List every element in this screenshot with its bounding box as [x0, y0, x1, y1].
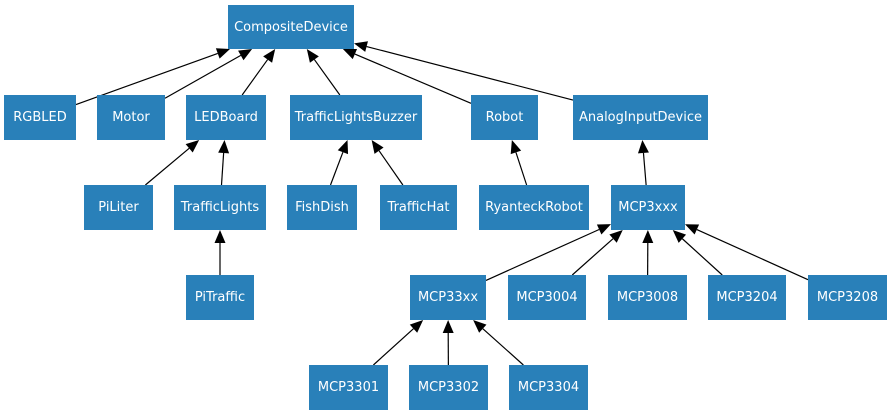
- arrowhead: [214, 230, 226, 243]
- edge-line: [515, 152, 528, 186]
- node-mcp33xx: MCP33xx: [410, 275, 486, 320]
- edge-ledboard-to-compositedevice: [241, 49, 276, 96]
- arrowhead: [596, 224, 611, 235]
- node-mcp3208: MCP3208: [808, 275, 887, 320]
- node-mcp3304: MCP3304: [509, 365, 588, 410]
- edge-mcp3004-to-mcp3xxx: [571, 230, 623, 276]
- node-rgbled: RGBLED: [4, 95, 76, 140]
- edge-mcp3302-to-mcp33xx: [442, 320, 454, 366]
- edge-line: [354, 53, 472, 104]
- arrowhead: [263, 49, 276, 63]
- arrowhead: [685, 224, 700, 235]
- edge-line: [696, 228, 809, 281]
- edge-line: [241, 59, 269, 96]
- arrowhead: [642, 230, 654, 244]
- edge-traffichat-to-trafficlightsbuzzer: [371, 140, 404, 186]
- arrowhead: [185, 140, 200, 153]
- node-piliter: PiLiter: [84, 185, 153, 230]
- edge-robot-to-compositedevice: [342, 49, 472, 104]
- node-mcp3004: MCP3004: [508, 275, 586, 320]
- edge-motor-to-compositedevice: [164, 49, 253, 99]
- node-motor: Motor: [97, 95, 165, 140]
- arrowhead: [637, 140, 649, 154]
- edge-line: [329, 151, 344, 186]
- node-ryanteckrobot: RyanteckRobot: [479, 185, 589, 230]
- arrowhead: [510, 140, 522, 155]
- node-ledboard: LEDBoard: [186, 95, 266, 140]
- arrowhead: [672, 230, 687, 243]
- node-traffichat: TrafficHat: [380, 185, 457, 230]
- edge-line: [485, 228, 600, 281]
- arrowhead: [238, 49, 253, 61]
- edge-line: [164, 54, 242, 99]
- edge-ryanteckrobot-to-robot: [510, 140, 528, 186]
- arrowhead: [218, 140, 230, 154]
- edge-fishdish-to-trafficlightsbuzzer: [329, 140, 349, 186]
- arrowhead: [354, 41, 368, 52]
- edge-mcp33xx-to-mcp3xxx: [485, 224, 611, 281]
- edge-line: [220, 152, 225, 186]
- node-pitraffic: PiTraffic: [186, 275, 254, 320]
- edge-line: [366, 45, 574, 101]
- node-robot: Robot: [471, 95, 538, 140]
- edge-line: [681, 238, 723, 276]
- edge-mcp3208-to-mcp3xxx: [685, 224, 809, 281]
- edge-mcp3304-to-mcp33xx: [473, 320, 524, 366]
- node-mcp3301: MCP3301: [309, 365, 388, 410]
- arrowhead: [442, 320, 454, 334]
- node-mcp3302: MCP3302: [409, 365, 488, 410]
- edge-trafficlights-to-ledboard: [218, 140, 230, 186]
- node-mcp3xxx: MCP3xxx: [611, 185, 685, 230]
- node-analoginputdevice: AnalogInputDevice: [573, 95, 708, 140]
- arrowhead: [609, 230, 623, 243]
- node-fishdish: FishDish: [287, 185, 357, 230]
- edge-line: [372, 328, 414, 366]
- edge-pitraffic-to-trafficlights: [214, 230, 226, 275]
- arrowhead: [337, 140, 349, 155]
- arrowhead: [342, 49, 358, 60]
- edge-analoginputdevice-to-compositedevice: [354, 41, 574, 101]
- edge-piliter-to-ledboard: [144, 140, 200, 186]
- node-mcp3204: MCP3204: [708, 275, 786, 320]
- arrowhead: [371, 140, 384, 154]
- edge-line: [144, 147, 190, 186]
- edge-line: [642, 152, 647, 186]
- edge-line: [313, 59, 341, 96]
- edge-mcp3204-to-mcp3xxx: [672, 230, 723, 276]
- edge-trafficlightsbuzzer-to-compositedevice: [306, 49, 341, 96]
- arrowhead: [306, 49, 319, 63]
- node-compositedevice: CompositeDevice: [228, 5, 354, 49]
- node-mcp3008: MCP3008: [608, 275, 687, 320]
- edge-line: [482, 328, 524, 366]
- edge-mcp3301-to-mcp33xx: [372, 320, 424, 366]
- edge-mcp3xxx-to-analoginputdevice: [637, 140, 649, 186]
- arrowhead: [473, 320, 487, 333]
- edge-line: [571, 238, 614, 276]
- arrowhead: [215, 48, 230, 59]
- node-trafficlightsbuzzer: TrafficLightsBuzzer: [290, 95, 422, 140]
- edge-mcp3008-to-mcp3xxx: [642, 230, 654, 276]
- edge-line: [378, 150, 404, 186]
- node-trafficlights: TrafficLights: [174, 185, 266, 230]
- arrowhead: [409, 320, 424, 333]
